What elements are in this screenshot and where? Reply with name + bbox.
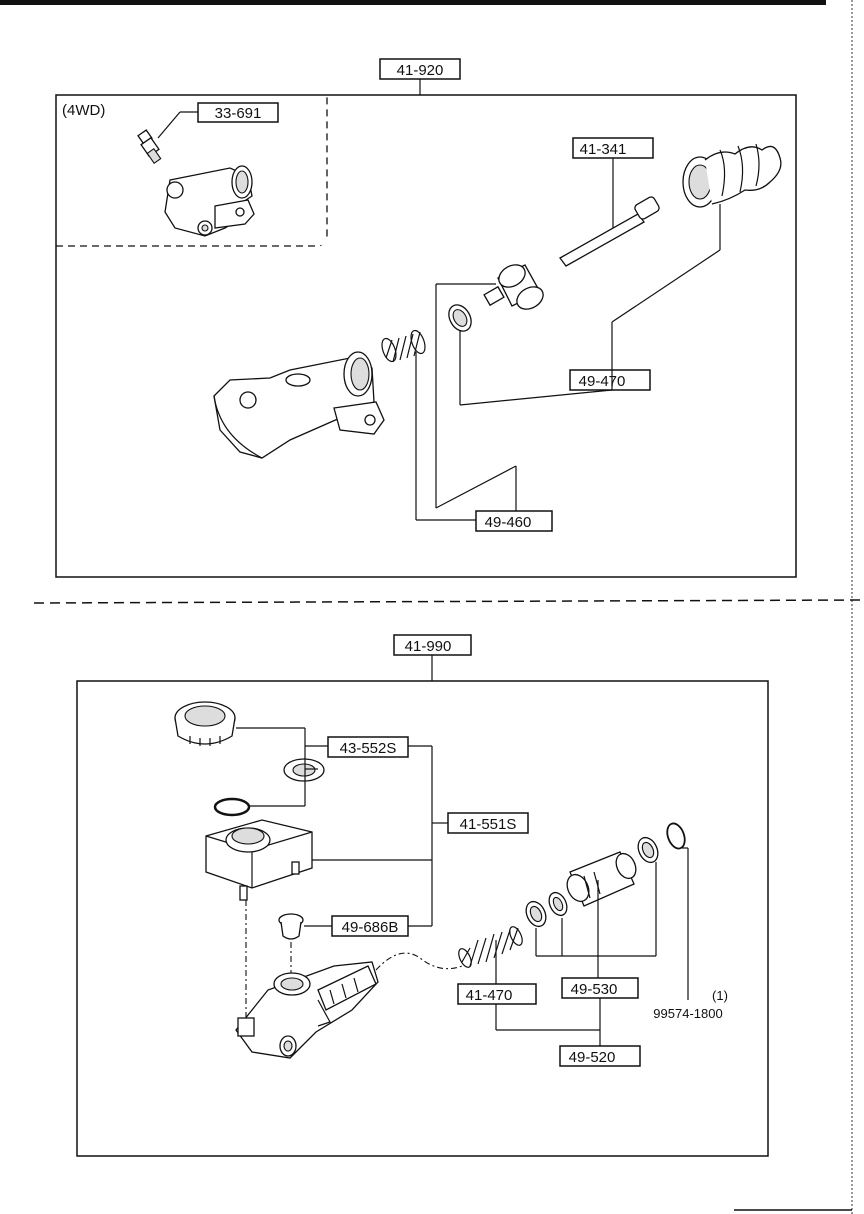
callout-41-551S-text: 41-551S xyxy=(460,816,517,833)
top-frame xyxy=(55,94,797,578)
bleeder-fitting-icon xyxy=(137,129,162,164)
callout-43-552S-text: 43-552S xyxy=(340,740,397,757)
piston-icon xyxy=(483,264,544,310)
callout-49-530-text: 49-530 xyxy=(571,981,618,998)
bushing-icon xyxy=(278,913,304,940)
master-piston-icon xyxy=(566,851,637,907)
slave-cylinder-icon xyxy=(213,351,385,459)
piston-cup-icon xyxy=(448,304,472,332)
master-cylinder-icon xyxy=(235,961,379,1059)
snap-ring-qty: (1) xyxy=(712,988,728,1003)
callout-33-691-text: 33-691 xyxy=(215,105,262,122)
callout-49-470-text: 49-470 xyxy=(579,373,626,390)
o-ring-icon xyxy=(213,797,251,817)
reservoir-tank-icon xyxy=(205,819,313,901)
snap-ring-part-number: 99574-1800 xyxy=(653,1006,722,1021)
callout-41-470 xyxy=(457,983,537,1005)
callout-43-552S xyxy=(327,736,409,758)
section-divider xyxy=(33,599,863,604)
diaphragm-icon xyxy=(283,758,325,782)
primary-cup-icon xyxy=(637,836,659,864)
callout-41-470-text: 41-470 xyxy=(466,987,513,1004)
callout-41-990-text: 41-990 xyxy=(405,638,452,655)
callout-49-460-text: 49-460 xyxy=(485,514,532,531)
bottom-section: 41-990 43-552S xyxy=(76,634,769,1157)
callout-49-686B-text: 49-686B xyxy=(342,919,399,936)
callout-41-920 xyxy=(379,58,461,80)
pushrod-icon xyxy=(559,196,660,267)
variant-label: (4WD) xyxy=(62,102,105,119)
spring-icon xyxy=(381,329,426,363)
bottom-frame xyxy=(76,680,769,1157)
callout-49-460 xyxy=(475,510,553,532)
callout-41-920-text: 41-920 xyxy=(397,62,444,79)
callout-49-520 xyxy=(559,1045,641,1067)
header-bar xyxy=(0,0,826,5)
4wd-slave-cylinder-icon xyxy=(164,165,255,237)
dust-boot-icon xyxy=(682,143,782,208)
callout-41-341-text: 41-341 xyxy=(580,141,627,158)
master-spring-icon xyxy=(458,926,523,968)
top-section: (4WD) 41-920 33-691 xyxy=(55,58,797,578)
callout-49-520-text: 49-520 xyxy=(569,1049,616,1066)
snap-ring-icon xyxy=(666,822,686,850)
secondary-cup-icon xyxy=(525,891,568,928)
reservoir-cap-icon xyxy=(174,701,236,746)
